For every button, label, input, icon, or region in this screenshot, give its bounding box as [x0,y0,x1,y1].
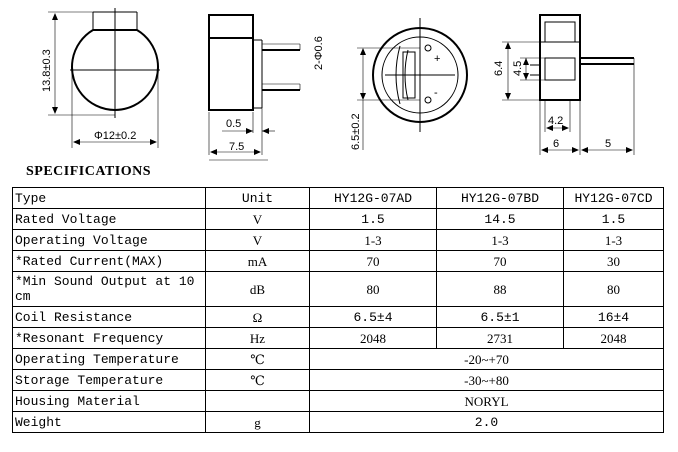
row-value-bd: 2731 [436,327,564,349]
row-value-cd: 1-3 [563,229,664,251]
row-value-bd: 88 [436,271,564,307]
row-label: *Min Sound Output at 10 cm [12,271,206,307]
row-value-bd: 70 [436,250,564,272]
header-bd: HY12G-07BD [436,187,564,209]
side-view-drawing: 0.5 7.5 2-Φ0.6 [208,14,325,161]
table-row: Rated Voltage V 1.5 14.5 1.5 [12,208,664,230]
row-unit: mA [205,250,310,272]
row-value-merged: -30~+80 [309,369,664,391]
header-type: Type [12,187,206,209]
table-row: Operating Temperature ℃ -20~+70 [12,348,664,370]
header-cd: HY12G-07CD [563,187,664,209]
row-unit: V [205,208,310,230]
header-ad: HY12G-07AD [309,187,437,209]
row-unit: g [205,411,310,433]
row-value-bd: 14.5 [436,208,564,230]
right-lead-label: 5 [605,138,611,150]
row-label: Coil Resistance [12,306,206,328]
right-view-drawing: 6.4 4.5 4.2 6 5 [493,14,635,155]
row-value-ad: 80 [309,271,437,307]
right-width2-label: 6 [553,138,559,150]
plus-sign: + [434,53,440,65]
right-width1-label: 4.2 [548,115,563,127]
right-height1-label: 6.4 [493,61,505,76]
row-value-merged: -20~+70 [309,348,664,370]
dimension-drawings: 13.8±0.3 Φ12±0.2 0.5 7.5 2-Φ0.6 [41,8,635,161]
row-value-cd: 16±4 [563,306,664,328]
row-unit: dB [205,271,310,307]
specifications-table: Type Unit HY12G-07AD HY12G-07BD HY12G-07… [12,187,664,433]
table-header-row: Type Unit HY12G-07AD HY12G-07BD HY12G-07… [12,187,664,209]
table-row: *Min Sound Output at 10 cm dB 80 88 80 [12,271,664,307]
row-label: *Rated Current(MAX) [12,250,206,272]
pin-diameter-label: 2-Φ0.6 [313,36,325,70]
row-value-ad: 1.5 [309,208,437,230]
row-value-merged: NORYL [309,390,664,412]
row-unit: Hz [205,327,310,349]
pin-spacing-label: 6.5±0.2 [350,113,362,150]
row-label: Rated Voltage [12,208,206,230]
table-row: Weight g 2.0 [12,411,664,433]
table-row: Housing Material NORYL [12,390,664,412]
row-value-cd: 80 [563,271,664,307]
side-width-label: 7.5 [229,141,244,153]
row-value-cd: 2048 [563,327,664,349]
bottom-view-drawing: + - 6.5±0.2 [350,18,468,150]
side-lead-label: 0.5 [226,118,241,130]
table-row: Storage Temperature ℃ -30~+80 [12,369,664,391]
minus-sign: - [434,87,438,99]
row-label: Operating Voltage [12,229,206,251]
row-unit: ℃ [205,369,310,391]
row-value-cd: 30 [563,250,664,272]
row-label: Housing Material [12,390,206,412]
front-view-drawing: 13.8±0.3 Φ12±0.2 [41,8,160,148]
row-label: Storage Temperature [12,369,206,391]
header-unit: Unit [205,187,310,209]
table-row: Coil Resistance Ω 6.5±4 6.5±1 16±4 [12,306,664,328]
table-row: *Rated Current(MAX) mA 70 70 30 [12,250,664,272]
row-unit: V [205,229,310,251]
row-value-bd: 6.5±1 [436,306,564,328]
row-value-ad: 6.5±4 [309,306,437,328]
front-height-label: 13.8±0.3 [41,49,53,92]
row-value-merged: 2.0 [309,411,664,433]
row-value-bd: 1-3 [436,229,564,251]
row-value-ad: 70 [309,250,437,272]
table-row: Operating Voltage V 1-3 1-3 1-3 [12,229,664,251]
row-value-ad: 2048 [309,327,437,349]
row-unit [205,390,310,412]
right-height2-label: 4.5 [512,61,524,76]
row-label: Operating Temperature [12,348,206,370]
table-row: *Resonant Frequency Hz 2048 2731 2048 [12,327,664,349]
row-label: *Resonant Frequency [12,327,206,349]
row-unit: ℃ [205,348,310,370]
row-unit: Ω [205,306,310,328]
row-value-ad: 1-3 [309,229,437,251]
row-value-cd: 1.5 [563,208,664,230]
row-label: Weight [12,411,206,433]
specifications-title: SPECIFICATIONS [26,164,151,179]
front-diameter-label: Φ12±0.2 [94,130,136,142]
